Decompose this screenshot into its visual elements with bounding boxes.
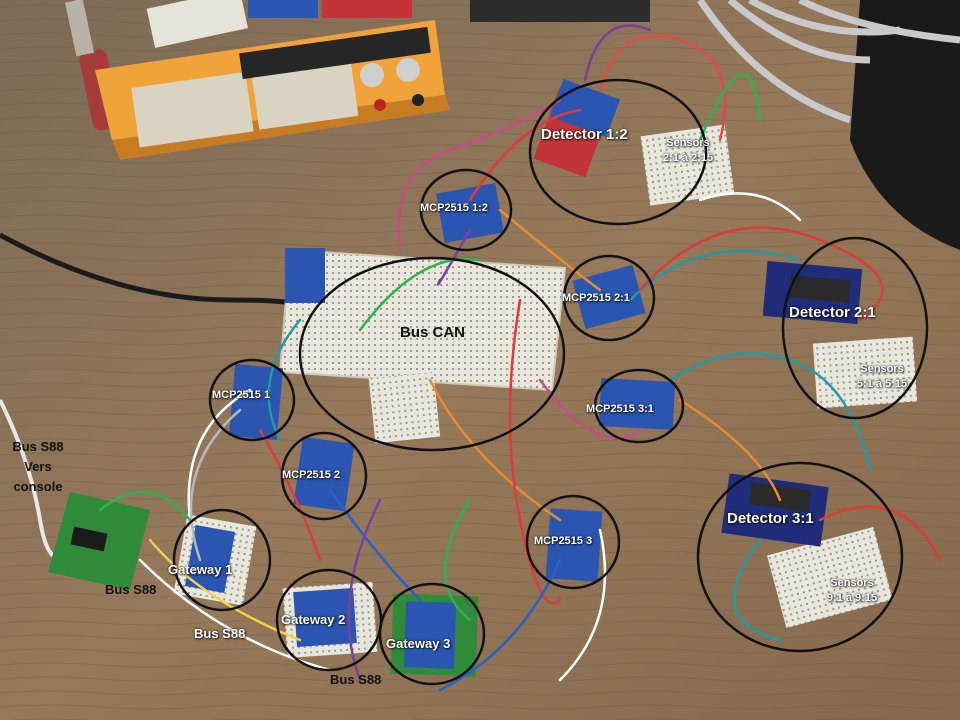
top-left-red-module <box>322 0 412 18</box>
circle-mcp2515-2 <box>280 431 368 521</box>
small-center-breadboard <box>368 371 441 444</box>
jumper-wires <box>98 24 942 692</box>
circle-mcp2515-3 <box>525 494 621 590</box>
top-left-blue-module <box>248 0 318 18</box>
circle-gateway-1 <box>172 508 272 612</box>
mcp2515-2-1-module <box>572 264 646 330</box>
mcp2515-3-1-module <box>598 378 676 430</box>
circle-mcp2515-1-2 <box>419 168 513 252</box>
circle-detector-3-1 <box>696 461 904 653</box>
sensors-breadboard-9 <box>767 527 893 628</box>
sensors-breadboard-2 <box>640 124 735 206</box>
power-supply <box>95 20 450 160</box>
circle-mcp2515-3-1 <box>593 368 685 444</box>
top-left-breadboard <box>146 0 248 48</box>
gateway-3-board <box>390 593 479 677</box>
circle-mcp2515-1 <box>208 358 296 442</box>
sensors-breadboard-5 <box>812 336 918 409</box>
gateway-2-board <box>282 581 378 659</box>
circle-gateway-3 <box>378 582 486 686</box>
mcp2515-2-module <box>293 436 355 512</box>
annotation-circles <box>172 78 929 686</box>
circle-bus-can <box>298 256 566 452</box>
mcp2515-1-2-module <box>436 183 504 243</box>
s88-green-board <box>48 492 150 590</box>
circle-detector-1-2 <box>528 78 708 226</box>
top-right-device <box>470 0 960 250</box>
detector-2-1-board <box>762 261 863 325</box>
circle-mcp2515-2-1 <box>562 254 656 342</box>
gray-cables <box>697 0 960 124</box>
main-breadboard <box>278 248 567 392</box>
circle-detector-2-1 <box>781 236 929 420</box>
